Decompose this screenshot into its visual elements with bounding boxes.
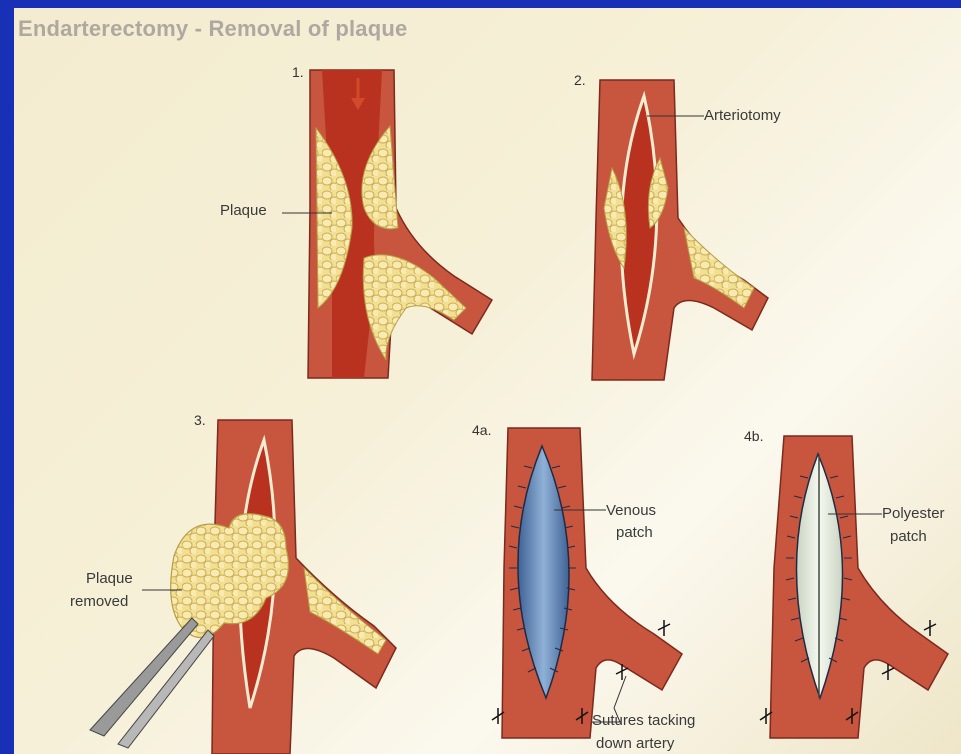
venous-patch-label-line1: Venous xyxy=(606,500,656,522)
panel-4a-number: 4a. xyxy=(472,422,491,438)
polyester-patch-label-line1: Polyester xyxy=(882,503,945,525)
arteriotomy-label: Arteriotomy xyxy=(704,105,781,127)
frame-left-border xyxy=(0,0,14,754)
venous-patch-label-line2: patch xyxy=(616,522,653,544)
polyester-patch-label-line2: patch xyxy=(890,526,927,548)
plaque-removed-label-line2: removed xyxy=(70,591,128,613)
panel-1-artery xyxy=(308,70,492,378)
sutures-label-line1: Sutures tacking xyxy=(592,710,695,732)
sutures-label-line2: down artery xyxy=(596,733,674,754)
panel-3-number: 3. xyxy=(194,412,206,428)
panel-1-number: 1. xyxy=(292,64,304,80)
panel-4b-number: 4b. xyxy=(744,428,763,444)
forceps-icon xyxy=(90,618,214,748)
diagram-artwork xyxy=(14,8,961,754)
plaque-label: Plaque xyxy=(220,200,267,222)
panel-2-number: 2. xyxy=(574,72,586,88)
panel-4b-artery xyxy=(770,436,948,738)
plaque-removed-label-line1: Plaque xyxy=(86,568,133,590)
panel-4a-artery xyxy=(502,428,682,738)
diagram-page: Endarterectomy - Removal of plaque xyxy=(14,8,961,754)
